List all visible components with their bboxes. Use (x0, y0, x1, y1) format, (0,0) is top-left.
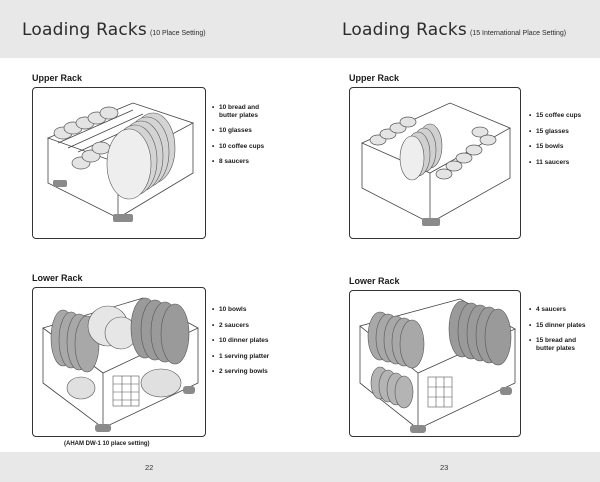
page-title: Loading Racks(15 International Place Set… (342, 20, 566, 40)
list-item: 4 saucers (529, 306, 596, 314)
lower-rack-illustration (32, 287, 206, 437)
footer-band (0, 452, 300, 482)
page-right: Loading Racks(15 International Place Set… (300, 0, 600, 482)
list-item: 2 serving bowls (212, 368, 279, 376)
title-subtitle: (10 Place Setting) (149, 30, 206, 37)
lower-rack-label: Lower Rack (349, 276, 400, 286)
lower-rack-illustration-icon (359, 298, 516, 433)
list-item: 15 bowls (529, 143, 596, 151)
upper-rack-label: Upper Rack (349, 73, 400, 83)
list-item: 15 coffee cups (529, 112, 596, 120)
footer-band (300, 452, 600, 482)
lower-rack-items: 4 saucers 15 dinner plates 15 bread and … (529, 306, 596, 360)
page-left: Loading Racks(10 Place Setting) Upper Ra… (0, 0, 300, 482)
upper-rack-items: 15 coffee cups 15 glasses 15 bowls 11 sa… (529, 112, 596, 174)
figure-caption: (AHAM DW-1 10 place setting) (64, 441, 150, 447)
lower-rack-label: Lower Rack (32, 273, 83, 283)
list-item: 15 glasses (529, 128, 596, 136)
lower-rack-illustration-icon (42, 297, 199, 432)
list-item: 10 bread and butter plates (212, 104, 279, 119)
upper-rack-illustration (32, 87, 206, 239)
list-item: 10 glasses (212, 127, 279, 135)
upper-rack-illustration-icon (361, 102, 511, 226)
list-item: 2 saucers (212, 322, 279, 330)
lower-rack-items: 10 bowls 2 saucers 10 dinner plates 1 se… (212, 306, 279, 384)
header-band (0, 0, 300, 58)
title-subtitle: (15 International Place Setting) (469, 30, 567, 37)
list-item: 10 dinner plates (212, 337, 279, 345)
page-number: 23 (440, 463, 449, 472)
title-text: Loading Racks (22, 20, 147, 40)
list-item: 8 saucers (212, 158, 279, 166)
title-text: Loading Racks (342, 20, 467, 40)
upper-rack-label: Upper Rack (32, 73, 83, 83)
list-item: 1 serving platter (212, 353, 279, 361)
list-item: 10 bowls (212, 306, 279, 314)
page-number: 22 (145, 463, 154, 472)
list-item: 15 dinner plates (529, 322, 596, 330)
page-title: Loading Racks(10 Place Setting) (22, 20, 206, 40)
upper-rack-items: 10 bread and butter plates 10 glasses 10… (212, 104, 279, 174)
list-item: 11 saucers (529, 159, 596, 167)
header-band (300, 0, 600, 58)
upper-rack-illustration-icon (46, 102, 195, 222)
list-item: 15 bread and butter plates (529, 337, 596, 352)
list-item: 10 coffee cups (212, 143, 279, 151)
lower-rack-illustration (349, 290, 521, 437)
upper-rack-illustration (349, 87, 521, 239)
